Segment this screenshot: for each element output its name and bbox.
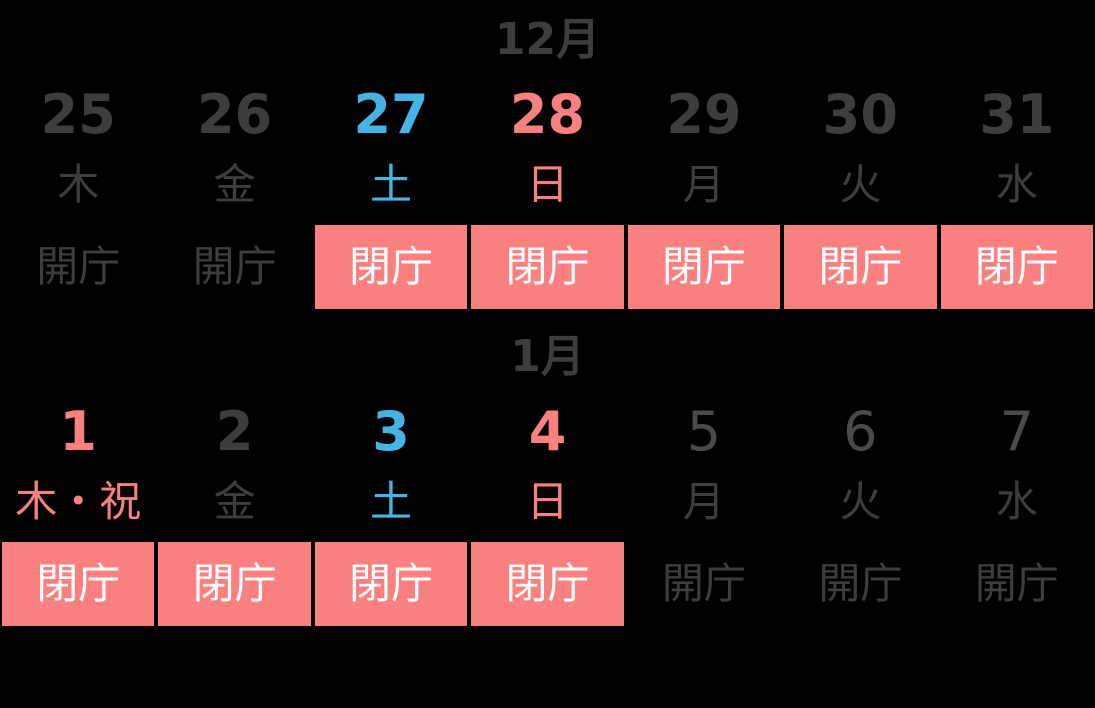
status-cell-jan-7: 開庁 xyxy=(974,559,1059,608)
weekday-cell-dec-26: 金 xyxy=(213,160,256,209)
status-cell-dec-27: 閉庁 xyxy=(312,225,470,309)
date-cell-jan-4: 4 xyxy=(528,400,567,463)
status-cell-dec-26: 開庁 xyxy=(192,242,277,291)
status-row-december: 開庁 開庁 閉庁 閉庁 閉庁 閉庁 閉庁 xyxy=(0,225,1095,309)
weekday-cell-dec-31: 水 xyxy=(995,160,1038,209)
date-cell-jan-5: 5 xyxy=(686,400,722,463)
weekday-cell-jan-6: 火 xyxy=(839,477,882,526)
date-cell-dec-28: 28 xyxy=(509,83,586,146)
date-row-january: 1 2 3 4 5 6 7 xyxy=(0,405,1095,459)
weekday-cell-dec-28: 日 xyxy=(526,160,569,209)
weekday-row-december: 木 金 土 日 月 火 水 xyxy=(0,164,1095,206)
date-cell-dec-25: 25 xyxy=(40,83,116,146)
date-cell-jan-3: 3 xyxy=(372,400,410,463)
month-block-december: 12月 25 26 27 28 29 30 31 木 金 土 日 月 火 水 開… xyxy=(0,0,1095,309)
month-block-january: 1 月 1 2 3 4 5 6 7 木・祝 金 土 日 月 火 水 閉庁 閉庁 閉… xyxy=(0,335,1095,626)
date-row-december: 25 26 27 28 29 30 31 xyxy=(0,88,1095,142)
status-cell-dec-29: 閉庁 xyxy=(625,225,783,309)
date-cell-dec-30: 30 xyxy=(822,83,898,146)
month-title-december: 12月 xyxy=(494,14,601,65)
status-cell-jan-3: 閉庁 xyxy=(312,542,470,626)
date-cell-jan-7: 7 xyxy=(999,400,1034,463)
weekday-cell-jan-7: 水 xyxy=(995,477,1038,526)
weekday-cell-dec-30: 火 xyxy=(839,160,882,209)
weekday-cell-jan-2: 金 xyxy=(213,477,256,526)
weekday-cell-jan-4: 日 xyxy=(526,477,569,526)
status-cell-jan-1: 閉庁 xyxy=(0,542,157,626)
status-row-january: 閉庁 閉庁 閉庁 閉庁 開庁 開庁 開庁 xyxy=(0,542,1095,626)
weekday-cell-dec-25: 木 xyxy=(57,160,100,209)
date-cell-jan-6: 6 xyxy=(843,400,878,463)
weekday-row-january: 木・祝 金 土 日 月 火 水 xyxy=(0,481,1095,523)
weekday-cell-jan-3: 土 xyxy=(370,477,413,526)
status-cell-jan-5: 開庁 xyxy=(661,559,746,608)
status-cell-dec-30: 閉庁 xyxy=(782,225,939,309)
status-cell-jan-6: 開庁 xyxy=(818,559,903,608)
status-cell-jan-4: 閉庁 xyxy=(469,542,626,626)
month-title-january: 1月 xyxy=(510,331,585,382)
status-cell-dec-25: 開庁 xyxy=(36,242,121,291)
weekday-cell-jan-1: 木・祝 xyxy=(15,477,142,526)
weekday-cell-dec-27: 土 xyxy=(370,160,413,209)
status-cell-dec-28: 閉庁 xyxy=(469,225,626,309)
date-cell-jan-1: 1 xyxy=(59,400,97,463)
date-cell-dec-26: 26 xyxy=(197,83,273,146)
weekday-cell-jan-5: 月 xyxy=(682,477,725,526)
date-cell-jan-2: 2 xyxy=(215,400,254,463)
status-cell-dec-31: 閉庁 xyxy=(938,225,1095,309)
weekday-cell-dec-29: 月 xyxy=(682,160,725,209)
date-cell-dec-31: 31 xyxy=(979,83,1055,146)
status-cell-jan-2: 閉庁 xyxy=(156,542,313,626)
date-cell-dec-29: 29 xyxy=(666,83,742,146)
date-cell-dec-27: 27 xyxy=(353,83,429,146)
